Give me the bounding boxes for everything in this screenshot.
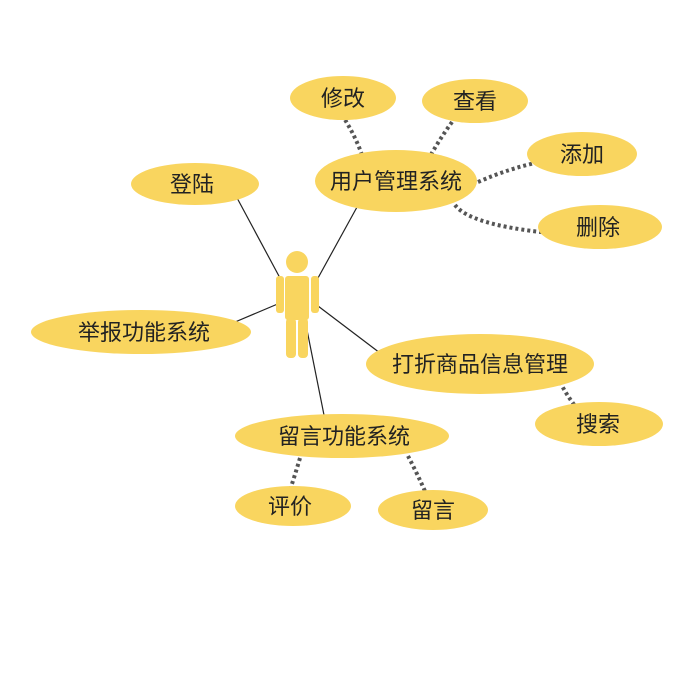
node-discount-mgmt[interactable]: 打折商品信息管理	[366, 334, 594, 394]
node-denglu-label: 登陆	[170, 173, 214, 198]
node-jubao[interactable]: 举报功能系统	[31, 310, 251, 354]
node-discount-mgmt-ellipse	[366, 334, 594, 394]
line-actor-denglu	[235, 195, 281, 279]
node-jubao-label: 举报功能系统	[78, 321, 210, 346]
node-user-mgmt-ellipse	[315, 150, 477, 212]
node-denglu[interactable]: 登陆	[131, 163, 259, 205]
node-tianjia[interactable]: 添加	[527, 132, 637, 176]
line-actor-liuyan-system	[304, 319, 326, 421]
node-tianjia-label: 添加	[560, 143, 604, 168]
line-actor-user-mgmt	[317, 197, 363, 279]
actor-right-leg	[298, 318, 308, 358]
actor-left-arm	[276, 276, 284, 313]
node-xiugai-label: 修改	[321, 87, 365, 112]
dep-user-xiugai	[340, 113, 364, 156]
node-user-mgmt-label: 用户管理系统	[330, 170, 462, 195]
node-jubao-ellipse	[31, 310, 251, 354]
node-liuyan-ellipse	[378, 490, 488, 530]
actor-left-leg	[286, 318, 296, 358]
node-chakan-ellipse	[422, 79, 528, 123]
node-sousuo[interactable]: 搜索	[535, 402, 663, 446]
node-xiugai[interactable]: 修改	[290, 76, 396, 120]
actor-right-arm	[311, 276, 319, 313]
node-liuyan[interactable]: 留言	[378, 490, 488, 530]
node-liuyan-label: 留言	[411, 499, 455, 524]
dep-liuyan-pingjia	[288, 457, 302, 491]
node-pingjia-label: 评价	[268, 495, 312, 520]
node-liuyan-system-label: 留言功能系统	[278, 425, 410, 450]
node-shanchu[interactable]: 删除	[538, 205, 662, 249]
node-shanchu-ellipse	[538, 205, 662, 249]
association-lines	[227, 195, 381, 421]
node-sousuo-ellipse	[535, 402, 663, 446]
node-liuyan-system[interactable]: 留言功能系统	[235, 414, 449, 458]
node-chakan-label: 查看	[453, 90, 497, 115]
actor-head	[286, 251, 308, 273]
node-xiugai-ellipse	[290, 76, 396, 120]
actor-figure	[276, 251, 319, 358]
node-pingjia[interactable]: 评价	[235, 486, 351, 526]
node-discount-mgmt-label: 打折商品信息管理	[392, 353, 568, 378]
node-shanchu-label: 删除	[576, 216, 620, 241]
node-tianjia-ellipse	[527, 132, 637, 176]
dep-user-chakan	[426, 116, 457, 161]
node-user-mgmt[interactable]: 用户管理系统	[315, 150, 477, 212]
actor-body	[285, 276, 309, 320]
node-pingjia-ellipse	[235, 486, 351, 526]
line-actor-discount-mgmt	[317, 305, 381, 354]
node-sousuo-label: 搜索	[576, 413, 620, 438]
dep-user-shanchu	[453, 203, 551, 235]
dep-user-tianjia	[477, 160, 541, 184]
node-denglu-ellipse	[131, 163, 259, 205]
node-chakan[interactable]: 查看	[422, 79, 528, 123]
node-liuyan-system-ellipse	[235, 414, 449, 458]
